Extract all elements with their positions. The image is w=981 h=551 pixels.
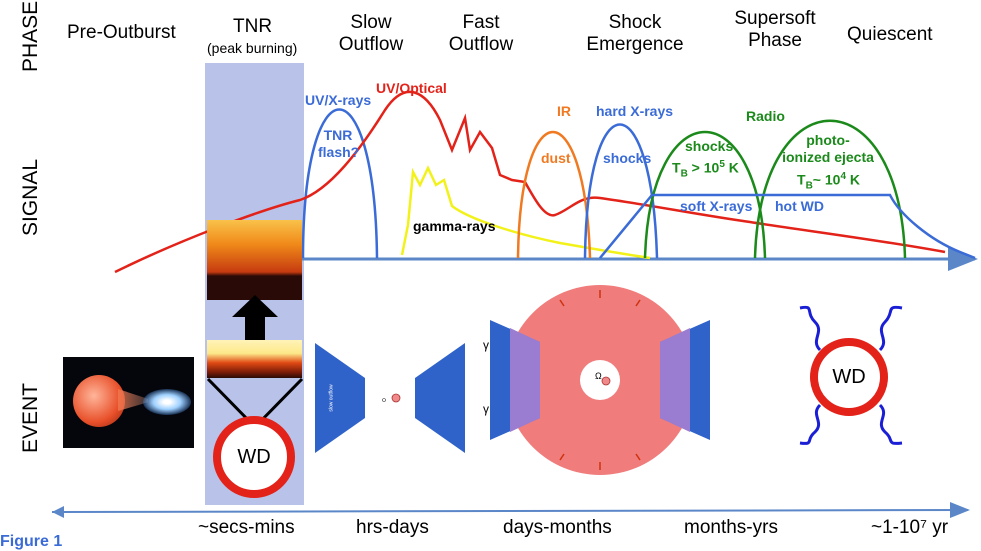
label-photo-2: ionized ejecta: [782, 149, 874, 165]
wd-right: WD: [810, 338, 888, 416]
wd-left: WD: [213, 416, 295, 498]
phase-slow-line1: Slow: [350, 12, 392, 33]
label-uv-xrays: UV/X-rays: [305, 92, 372, 108]
shock-diagram: [490, 285, 710, 475]
phase-slow-outflow: Slow Outflow: [331, 12, 411, 56]
label-shocks-temp: TB > 105 K: [672, 159, 739, 180]
phase-fast-line1: Fast: [462, 12, 500, 33]
phase-quiescent: Quiescent: [847, 24, 933, 45]
binary-system-image: [63, 357, 194, 448]
radio-photoionized-curve: [753, 119, 907, 259]
phase-shock-emergence: Shock Emergence: [580, 12, 690, 56]
phase-slow-line2: Outflow: [338, 34, 404, 55]
timescale-secs-mins: ~secs-mins: [198, 517, 295, 538]
label-shocks-blue: shocks: [603, 150, 652, 166]
label-radio: Radio: [746, 108, 785, 124]
phase-tnr-sub: (peak burning): [207, 40, 298, 56]
radio-shocks-curve: [643, 130, 767, 259]
tnr-burning-bottom-image: [207, 340, 302, 378]
timescale-1-10-7-yr: ~1-10⁷ yr: [871, 517, 949, 538]
gamma-label-top: γ: [483, 338, 489, 352]
timescale-days-months: days-months: [503, 517, 612, 538]
label-dust: dust: [541, 150, 571, 166]
phase-tnr: TNR: [233, 16, 273, 37]
label-tnr-flash-2: flash?: [318, 144, 360, 160]
label-soft-xrays: soft X-rays: [680, 198, 753, 214]
phase-shock-line1: Shock: [608, 12, 662, 33]
label-tnr-flash: TNR flash?: [318, 127, 360, 161]
label-shocks-green: shocks: [685, 138, 734, 154]
label-ir: IR: [557, 103, 571, 119]
gamma-label-bottom: γ: [483, 402, 489, 416]
label-photo-temp: TB~ 104 K: [797, 171, 860, 192]
up-arrow-icon: [232, 295, 278, 340]
phase-supersoft: Supersoft Phase: [725, 8, 825, 52]
slow-outflow-label: slow outflow: [328, 384, 335, 412]
label-hot-wd: hot WD: [775, 198, 824, 214]
timeline-arrow: [59, 502, 970, 519]
tnr-burning-top-image: [207, 220, 302, 300]
ir-dust-curve: [516, 131, 592, 259]
phase-fast-line2: Outflow: [448, 34, 514, 55]
label-photo-1: photo-: [806, 132, 850, 148]
label-hard-xrays: hard X-rays: [596, 103, 674, 119]
soft-xray-curve: [599, 193, 976, 260]
tnr-flash-curve: [301, 108, 379, 259]
phase-supersoft-line2: Phase: [748, 30, 802, 51]
hot-wd-emission: [799, 305, 903, 445]
label-tnr-flash-1: TNR: [323, 127, 353, 143]
label-photo: photo- ionized ejecta: [778, 132, 878, 166]
slow-outflow-diagram: [315, 343, 465, 453]
phase-supersoft-line1: Supersoft: [734, 8, 816, 29]
phase-pre-outburst: Pre-Outburst: [67, 22, 176, 43]
label-gamma-rays: gamma-rays: [413, 218, 496, 234]
figure-caption-fragment: Figure 1: [0, 533, 63, 550]
label-uv-optical: UV/Optical: [376, 80, 447, 96]
omega-label: Ω: [595, 371, 602, 381]
phase-shock-line2: Emergence: [586, 34, 684, 55]
gamma-ray-curve: [400, 165, 651, 260]
timescale-hrs-days: hrs-days: [356, 517, 429, 538]
phase-fast-outflow: Fast Outflow: [441, 12, 521, 56]
timescale-months-yrs: months-yrs: [684, 517, 778, 538]
